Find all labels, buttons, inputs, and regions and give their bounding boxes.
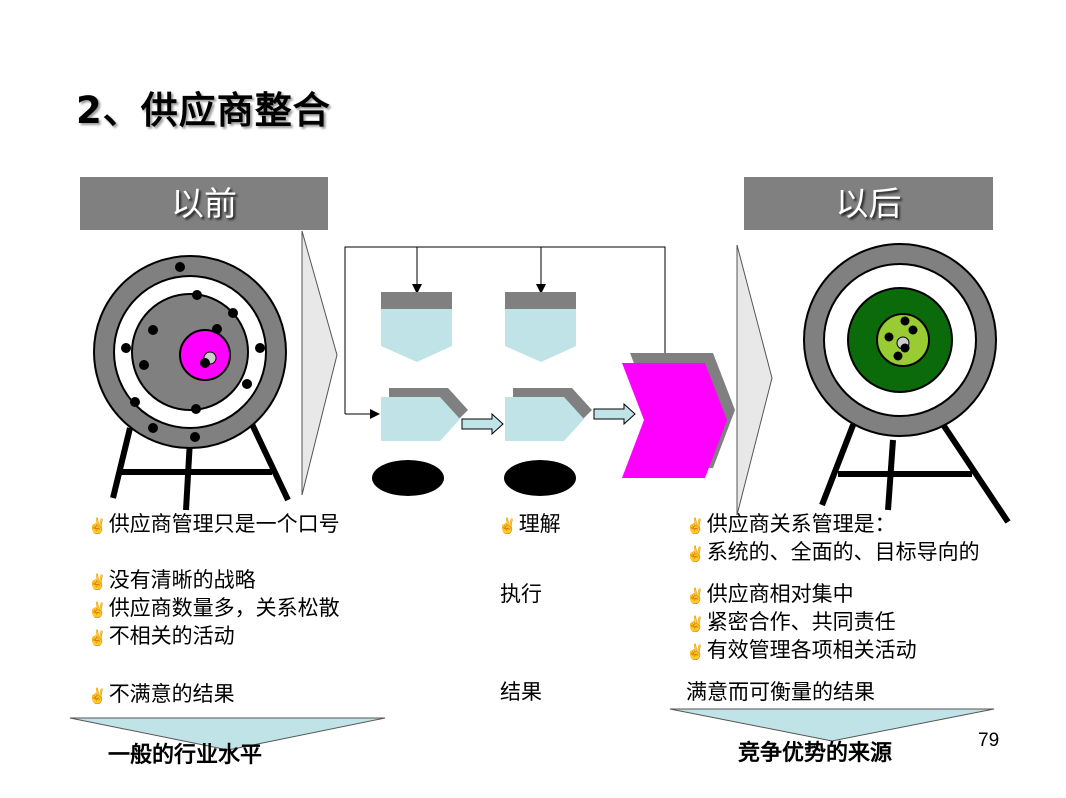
middle-item-execute: 执行 <box>500 582 542 606</box>
victory-hand-icon: ✌ <box>88 517 107 535</box>
victory-hand-icon: ✌ <box>498 517 517 535</box>
before-item-2: ✌没有清晰的战略 <box>88 568 256 592</box>
before-item-4: ✌不相关的活动 <box>88 624 235 648</box>
victory-hand-icon: ✌ <box>686 587 705 605</box>
before-outcome: 一般的行业水平 <box>108 743 263 768</box>
after-header: 以后 <box>744 177 993 230</box>
victory-hand-icon: ✌ <box>686 643 705 661</box>
after-item-2: ✌系统的、全面的、目标导向的 <box>686 540 980 564</box>
after-item-1: ✌供应商关系管理是： <box>686 512 896 536</box>
before-header: 以前 <box>80 177 328 230</box>
victory-hand-icon: ✌ <box>686 517 705 535</box>
before-target-icon <box>93 255 291 511</box>
page-title: 2、供应商整合 <box>76 89 331 132</box>
page-number: 79 <box>978 730 1000 751</box>
victory-hand-icon: ✌ <box>686 545 705 563</box>
after-item-3: ✌供应商相对集中 <box>686 582 854 606</box>
before-item-3: ✌供应商数量多，关系松散 <box>88 596 340 620</box>
after-target-icon <box>803 243 1011 524</box>
victory-hand-icon: ✌ <box>88 687 107 705</box>
victory-hand-icon: ✌ <box>88 629 107 647</box>
middle-item-result: 结果 <box>500 680 542 704</box>
victory-hand-icon: ✌ <box>88 573 107 591</box>
middle-item-understand: ✌理解 <box>498 512 561 536</box>
after-item-4: ✌紧密合作、共同责任 <box>686 610 896 634</box>
victory-hand-icon: ✌ <box>686 615 705 633</box>
after-result: 满意而可衡量的结果 <box>686 680 875 704</box>
before-item-5: ✌不满意的结果 <box>88 682 235 706</box>
after-outcome: 竞争优势的来源 <box>738 741 893 766</box>
victory-hand-icon: ✌ <box>88 601 107 619</box>
before-item-1: ✌供应商管理只是一个口号 <box>88 512 340 536</box>
after-item-5: ✌有效管理各项相关活动 <box>686 638 917 662</box>
